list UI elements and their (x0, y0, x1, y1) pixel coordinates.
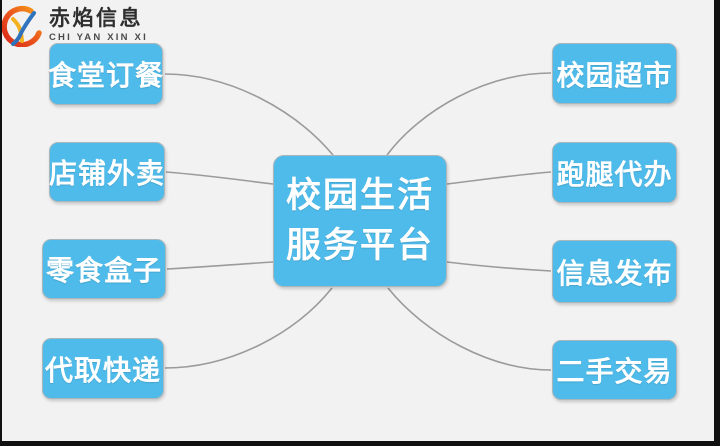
frame-bar-left (0, 0, 2, 446)
node-label: 零食盒子 (45, 255, 162, 286)
node-shop-takeout: 店铺外卖 (49, 142, 165, 202)
swirl-y-logo-icon (1, 5, 42, 47)
node-errand-service: 跑腿代办 (552, 142, 677, 203)
node-label: 信息发布 (556, 257, 673, 289)
node-campus-supermarket: 校园超市 (552, 43, 677, 104)
node-label: 二手交易 (556, 356, 673, 387)
connector-express-pickup (164, 287, 333, 369)
central-node-line1: 校园生活 (285, 176, 434, 216)
node-secondhand-trading: 二手交易 (552, 340, 677, 400)
frame-bar-bottom (0, 441, 720, 446)
central-node-campus-life-platform: 校园生活 服务平台 (273, 155, 447, 287)
frame-bar-right (714, 0, 720, 446)
connector-snack-box (166, 261, 274, 270)
node-canteen-ordering: 食堂订餐 (48, 43, 165, 105)
node-label: 食堂订餐 (48, 60, 165, 91)
brand-subtitle: CHI YAN XIN XI (49, 32, 148, 44)
central-node-line2: 服务平台 (285, 226, 434, 265)
node-label: 代取快递 (44, 354, 161, 386)
connector-shop-takeout (165, 171, 274, 185)
node-express-pickup: 代取快递 (42, 338, 164, 399)
node-snack-box: 零食盒子 (42, 239, 166, 299)
brand-name: 赤焰信息 (49, 6, 143, 30)
node-label: 校园超市 (556, 59, 673, 91)
connector-campus-market (386, 72, 552, 156)
connector-canteen (164, 73, 334, 156)
node-label: 跑腿代办 (556, 158, 673, 190)
connector-secondhand (387, 287, 552, 371)
node-label: 店铺外卖 (49, 158, 166, 189)
connector-errand (446, 171, 552, 185)
brand-logo: 赤焰信息 CHI YAN XIN XI (1, 3, 148, 47)
node-info-publishing: 信息发布 (552, 240, 677, 303)
connector-info-post (446, 261, 552, 272)
